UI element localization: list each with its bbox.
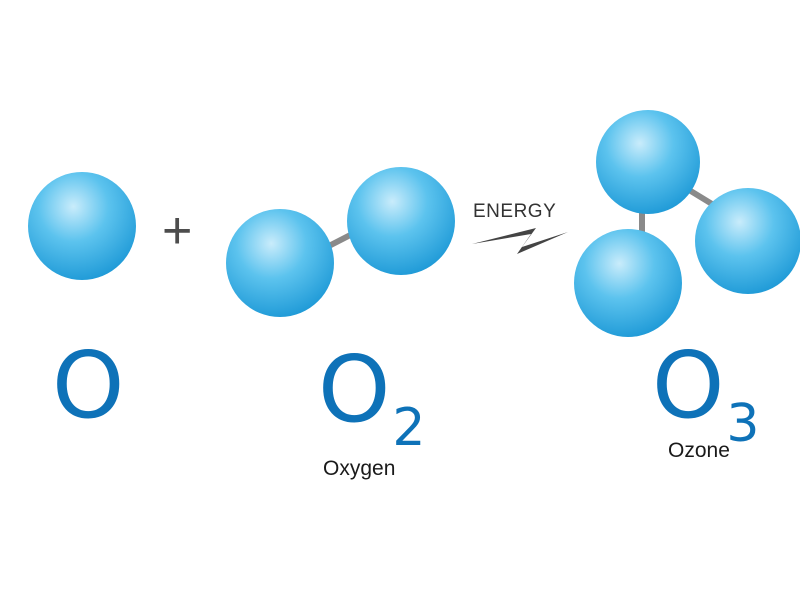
caption-ozone: Ozone	[668, 439, 730, 462]
formula-subscript: 3	[726, 394, 760, 454]
ozone-atom-top	[596, 110, 700, 214]
formula-ozone: O3	[652, 340, 760, 451]
formula-element: O	[652, 332, 725, 439]
formula-element: O	[52, 332, 125, 439]
formula-oxygen: O2	[318, 344, 426, 455]
formula-element: O	[318, 336, 391, 443]
plus-operator: +	[162, 202, 193, 260]
formula-subscript: 2	[392, 398, 426, 458]
energy-lightning-arrow-icon	[472, 228, 568, 254]
caption-oxygen: Oxygen	[323, 457, 396, 480]
ozone-atom-right	[695, 188, 800, 294]
oxygen-molecule-atom-2	[347, 167, 455, 275]
oxygen-molecule-atom-1	[226, 209, 334, 317]
energy-label: ENERGY	[473, 201, 557, 222]
oxygen-atom	[28, 172, 136, 280]
ozone-atom-bottom	[574, 229, 682, 337]
formula-atomic-oxygen: O	[52, 340, 126, 432]
